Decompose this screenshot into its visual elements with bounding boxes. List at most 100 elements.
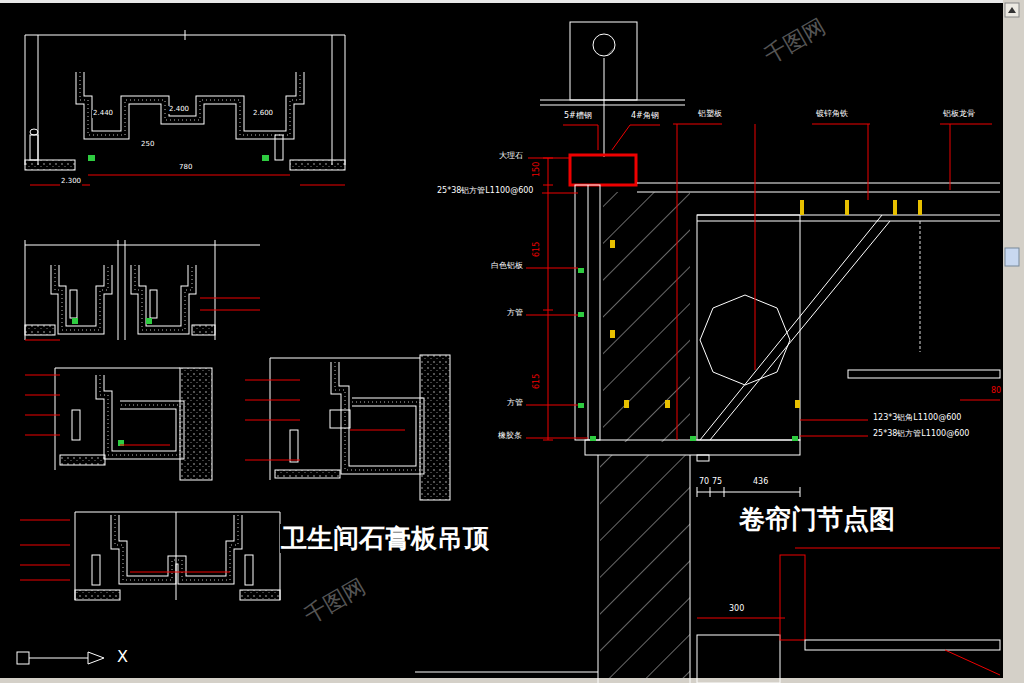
ceiling-profiles [55, 72, 420, 580]
walls-slabs [75, 512, 280, 513]
red-dimension-lines [88, 175, 290, 176]
roller-door-section [792, 436, 798, 441]
roller-door-section [918, 200, 922, 215]
window-frame [1005, 248, 1019, 266]
annotation-label: 123*3铝角L1100@600 [872, 414, 962, 423]
walls-slabs [420, 355, 450, 500]
red-dimension-lines [200, 310, 260, 311]
light-fixtures [70, 290, 77, 318]
leader-lines [940, 124, 992, 125]
roller-door-section [945, 650, 1000, 675]
red-dimension-lines [25, 435, 60, 436]
annotation-label: 75 [711, 478, 723, 487]
roller-door-section [540, 105, 685, 106]
ceiling-profiles [335, 362, 420, 470]
annotation-label: 橡胶条 [497, 432, 523, 441]
leader-lines [526, 124, 992, 440]
roller-door-section [690, 455, 691, 683]
annotation-label: 大理石 [498, 152, 524, 161]
annotation-label: 300 [728, 605, 745, 614]
leader-lines [673, 124, 722, 125]
green-symbols [262, 155, 269, 161]
ceiling-profiles [80, 72, 300, 135]
annotation-label: 25*38铝方管L1100@600 [436, 187, 534, 196]
roller-door-section [700, 215, 882, 440]
roller-door-section [610, 330, 615, 338]
annotation-label: 615 [533, 241, 542, 258]
roller-door-section [697, 635, 780, 683]
walls-slabs [192, 325, 215, 335]
green-symbols [88, 155, 95, 161]
red-dimension-lines [245, 400, 300, 401]
leader-lines [677, 124, 678, 440]
red-dimension-lines [20, 580, 70, 581]
walls-slabs [415, 672, 598, 673]
roller-door-section [610, 200, 922, 408]
roller-door-section [624, 400, 629, 408]
roller-door-section [920, 221, 921, 352]
leader-lines [526, 438, 588, 439]
annotation-label: 5#槽钢 [563, 112, 593, 121]
red-dimension-lines [25, 340, 60, 341]
walls-slabs [25, 245, 260, 246]
walls-slabs [55, 368, 56, 470]
annotation-label: 2.400 [168, 106, 190, 114]
roller-door-section [848, 370, 1000, 378]
red-dimension-lines [245, 420, 300, 421]
drawing-title: 卷帘门节点图 [738, 505, 896, 534]
light-fixtures [275, 135, 283, 160]
roller-door-section [697, 221, 1000, 222]
annotation-label: 2.440 [92, 110, 114, 118]
roller-door-section [578, 268, 798, 441]
watermark: 千图网 [300, 574, 371, 629]
ceiling-profiles [100, 375, 180, 455]
leader-lines [543, 440, 553, 441]
ceiling-profiles [55, 265, 192, 330]
leader-lines [612, 125, 630, 150]
annotation-label: 方管 [506, 399, 524, 408]
red-dimension-lines [20, 520, 70, 521]
red-dimension-lines [350, 430, 405, 431]
ceiling-profiles [80, 72, 300, 135]
red-dimension-lines [245, 380, 300, 381]
roller-door-section [570, 155, 636, 185]
ucs-axis-icon [88, 652, 104, 664]
walls-slabs [290, 160, 345, 170]
walls-slabs [176, 512, 177, 600]
walls-slabs [25, 35, 26, 165]
leader-lines [543, 310, 553, 311]
leader-lines [630, 125, 660, 126]
roller-door-section [604, 58, 605, 157]
leader-lines [950, 124, 951, 190]
ucs-axis-icon [17, 652, 29, 664]
light-fixtures [30, 129, 38, 135]
dimension-line [697, 487, 800, 497]
leader-lines [526, 405, 578, 406]
roller-door-section [590, 436, 596, 441]
roller-door-section [795, 400, 800, 408]
ceiling-profiles [335, 362, 420, 470]
roller-door-section [697, 618, 785, 619]
drawing-title: 卫生间石膏板吊顶 [280, 524, 490, 553]
leader-lines [543, 185, 553, 186]
light-fixtures [72, 410, 80, 440]
annotation-label: 铝板龙骨 [942, 110, 976, 119]
red-dimension-lines [200, 298, 260, 299]
roller-door-section [700, 295, 790, 385]
walls-slabs [125, 240, 126, 340]
leader-lines [548, 158, 549, 440]
annotation-label: 250 [140, 141, 155, 149]
red-dimension-lines [20, 565, 70, 566]
light-fixtures [30, 129, 350, 585]
roller-door-section [697, 455, 709, 461]
roller-door-section [578, 312, 584, 317]
annotation-label: 铝塑板 [697, 110, 723, 119]
leader-lines [812, 124, 870, 125]
roller-door-section [588, 185, 589, 440]
annotation-label: 方管 [506, 309, 524, 318]
annotation-label: 4#角钢 [630, 112, 660, 121]
roller-door-section [780, 555, 805, 640]
walls-slabs [75, 512, 76, 600]
annotation-label: 780 [178, 164, 193, 172]
